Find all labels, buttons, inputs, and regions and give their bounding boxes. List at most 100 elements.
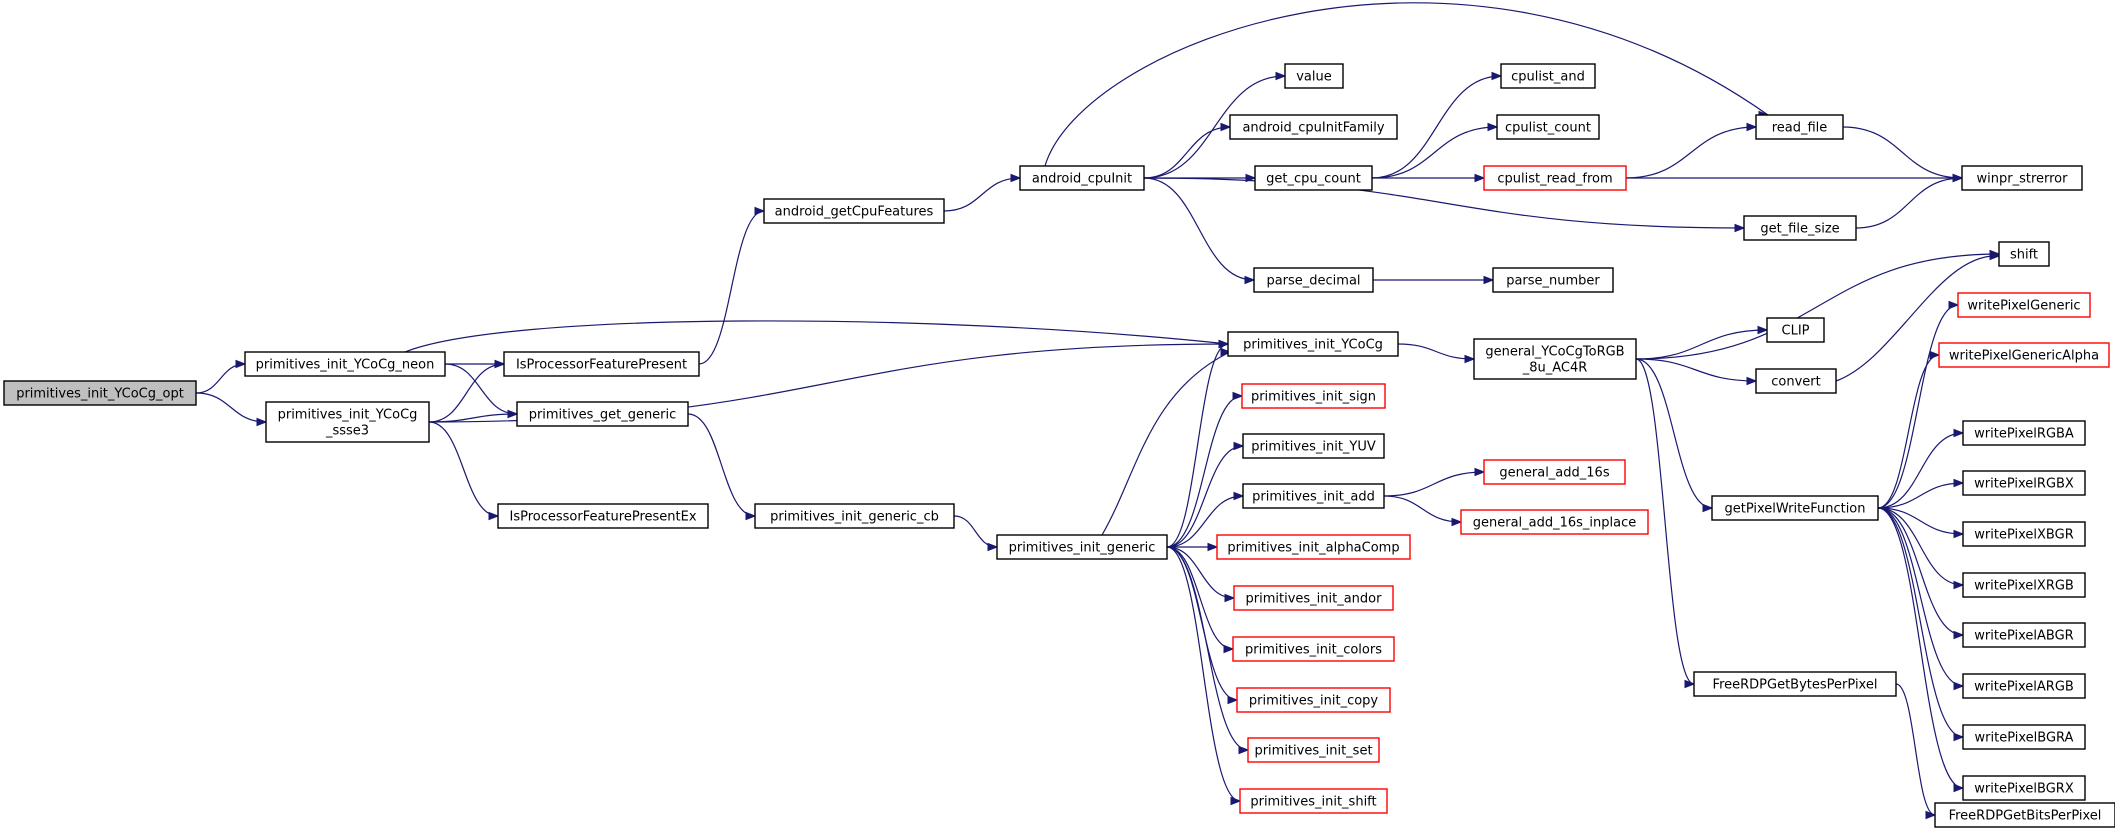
node-box bbox=[1460, 509, 1649, 535]
function-node-parsenum[interactable]: parse_number bbox=[1492, 267, 1614, 293]
function-node-xrgb[interactable]: writePixelXRGB bbox=[1962, 572, 2086, 598]
function-node-rgba[interactable]: writePixelRGBA bbox=[1962, 420, 2086, 446]
arrowhead-icon bbox=[1451, 517, 1463, 527]
call-edge-gencb-to-initgen bbox=[953, 515, 999, 552]
node-label: writePixelGenericAlpha bbox=[1949, 349, 2099, 364]
function-node-filesize[interactable]: get_file_size bbox=[1743, 215, 1857, 241]
function-node-getgen[interactable]: primitives_get_generic bbox=[516, 401, 689, 427]
node-box bbox=[1227, 331, 1399, 357]
node-box bbox=[265, 401, 430, 443]
function-node-neon[interactable]: primitives_init_YCoCg_neon bbox=[244, 351, 446, 377]
function-node-family[interactable]: android_cpuInitFamily bbox=[1229, 114, 1398, 140]
call-edge-getpwf-to-bgra bbox=[1877, 507, 1965, 742]
function-node-bytespp[interactable]: FreeRDPGetBytesPerPixel bbox=[1693, 671, 1897, 697]
call-edge-getpwf-to-xrgb bbox=[1877, 507, 1965, 590]
arrowhead-icon bbox=[1223, 644, 1235, 654]
call-edge-genycocg-to-convert bbox=[1635, 358, 1758, 386]
function-node-shift[interactable]: shift bbox=[1998, 241, 2050, 267]
function-node-set[interactable]: primitives_init_set bbox=[1247, 737, 1380, 763]
arrowhead-icon bbox=[1757, 325, 1769, 335]
call-edge-initgen-to-colors bbox=[1166, 546, 1235, 654]
function-node-cpucount[interactable]: cpulist_count bbox=[1496, 114, 1600, 140]
function-node-wpga[interactable]: writePixelGenericAlpha bbox=[1938, 342, 2110, 368]
node-box bbox=[497, 503, 709, 529]
function-node-convert[interactable]: convert bbox=[1755, 368, 1837, 394]
function-node-clip[interactable]: CLIP bbox=[1766, 317, 1825, 343]
node-box bbox=[1473, 338, 1637, 380]
arrowhead-icon bbox=[488, 511, 500, 521]
node-box bbox=[1962, 420, 2086, 446]
arrowhead-icon bbox=[1953, 428, 1965, 438]
node-box bbox=[1961, 165, 2083, 191]
function-node-getcount[interactable]: get_cpu_count bbox=[1254, 165, 1373, 191]
function-node-ycocg[interactable]: primitives_init_YCoCg bbox=[1227, 331, 1399, 357]
call-edge-andfeat-to-cpuinit bbox=[943, 173, 1022, 212]
function-node-andfeat[interactable]: android_getCpuFeatures bbox=[763, 198, 945, 224]
node-box bbox=[1998, 241, 2050, 267]
node-box bbox=[1229, 114, 1398, 140]
function-node-andor[interactable]: primitives_init_andor bbox=[1233, 585, 1394, 611]
function-node-sign[interactable]: primitives_init_sign bbox=[1241, 383, 1386, 409]
function-node-yuv[interactable]: primitives_init_YUV bbox=[1242, 433, 1385, 459]
function-node-colors[interactable]: primitives_init_colors bbox=[1232, 636, 1395, 662]
call-edge-initgen-to-sign bbox=[1166, 391, 1244, 548]
node-box bbox=[1755, 114, 1844, 140]
node-box bbox=[1938, 342, 2110, 368]
arrowhead-icon bbox=[1953, 580, 1965, 590]
function-node-wpg[interactable]: writePixelGeneric bbox=[1957, 292, 2091, 318]
arrowhead-icon bbox=[1220, 347, 1232, 357]
function-node-getpwf[interactable]: getPixelWriteFunction bbox=[1711, 495, 1879, 521]
call-edge-filesize-to-strerror bbox=[1855, 173, 1964, 229]
function-node-initgen[interactable]: primitives_init_generic bbox=[996, 534, 1168, 560]
function-node-argb[interactable]: writePixelARGB bbox=[1962, 673, 2086, 699]
node-box bbox=[763, 198, 945, 224]
function-node-bgra[interactable]: writePixelBGRA bbox=[1962, 724, 2086, 750]
function-node-ssse3[interactable]: primitives_init_YCoCg_ssse3 bbox=[265, 401, 430, 443]
arrowhead-icon bbox=[1953, 681, 1965, 691]
function-node-xbgr[interactable]: writePixelXBGR bbox=[1962, 521, 2086, 547]
node-label: IsProcessorFeaturePresent bbox=[516, 358, 687, 373]
function-node-parsedec[interactable]: parse_decimal bbox=[1253, 267, 1374, 293]
function-node-ispfp[interactable]: IsProcessorFeaturePresent bbox=[503, 351, 700, 377]
function-node-ispfpex[interactable]: IsProcessorFeaturePresentEx bbox=[497, 503, 709, 529]
function-node-genycocg[interactable]: general_YCoCgToRGB_8u_AC4R bbox=[1473, 338, 1637, 380]
function-node-cpuand[interactable]: cpulist_and bbox=[1500, 63, 1596, 89]
node-box bbox=[1233, 585, 1394, 611]
node-label: primitives_init_copy bbox=[1249, 694, 1379, 709]
function-node-add16[interactable]: general_add_16s bbox=[1483, 459, 1626, 485]
call-edge-getpwf-to-rgba bbox=[1877, 428, 1965, 509]
function-node-copy[interactable]: primitives_init_copy bbox=[1236, 687, 1391, 713]
node-label: primitives_init_set bbox=[1254, 744, 1372, 759]
function-node-shiftp[interactable]: primitives_init_shift bbox=[1239, 788, 1388, 814]
function-node-rgbx[interactable]: writePixelRGBX bbox=[1962, 470, 2086, 496]
arrowhead-icon bbox=[1746, 376, 1758, 386]
function-node-strerror[interactable]: winpr_strerror bbox=[1961, 165, 2083, 191]
node-box bbox=[1957, 292, 2091, 318]
function-node-cpuread[interactable]: cpulist_read_from bbox=[1483, 165, 1627, 191]
function-node-add[interactable]: primitives_init_add bbox=[1242, 483, 1385, 509]
function-node-gencb[interactable]: primitives_init_generic_cb bbox=[754, 503, 955, 529]
node-box bbox=[1253, 267, 1374, 293]
arrowhead-icon bbox=[1464, 354, 1476, 364]
function-node-alpha[interactable]: primitives_init_alphaComp bbox=[1216, 534, 1411, 560]
arrowhead-icon bbox=[754, 206, 766, 216]
call-edge-genycocg-to-clip bbox=[1635, 325, 1769, 360]
call-edge-ispfp-to-andfeat bbox=[698, 206, 766, 365]
arrowhead-icon bbox=[1487, 122, 1499, 132]
node-box bbox=[244, 351, 446, 377]
call-edges bbox=[195, 2, 2001, 820]
call-edge-add-to-add16 bbox=[1383, 467, 1486, 497]
function-node-add16i[interactable]: general_add_16s_inplace bbox=[1460, 509, 1649, 535]
call-edge-initgen-to-shiftp bbox=[1166, 546, 1242, 806]
function-node-readfile[interactable]: read_file bbox=[1755, 114, 1844, 140]
function-node-bitspp[interactable]: FreeRDPGetBitsPerPixel bbox=[1934, 802, 2115, 828]
node-box bbox=[754, 503, 955, 529]
arrowhead-icon bbox=[1238, 745, 1250, 755]
call-edge-getpwf-to-rgbx bbox=[1877, 478, 1965, 509]
function-node-bgrx[interactable]: writePixelBGRX bbox=[1962, 775, 2086, 801]
function-node-value[interactable]: value bbox=[1284, 63, 1344, 89]
function-node-abgr[interactable]: writePixelABGR bbox=[1962, 622, 2086, 648]
arrowhead-icon bbox=[1245, 173, 1257, 183]
function-node-root[interactable]: primitives_init_YCoCg_opt bbox=[3, 380, 197, 406]
function-node-cpuinit[interactable]: android_cpuInit bbox=[1019, 165, 1145, 191]
